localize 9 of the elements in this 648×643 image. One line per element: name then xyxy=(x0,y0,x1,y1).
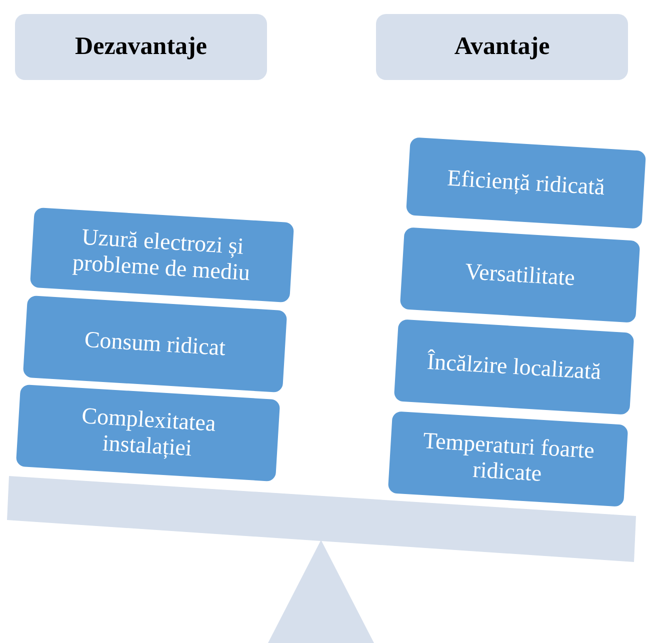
disadvantage-box: Complexitatea instalației xyxy=(14,383,282,483)
advantage-box: Eficiență ridicată xyxy=(404,136,648,230)
disadvantage-box: Uzură electrozi și probleme de mediu xyxy=(28,206,296,304)
column-heading: Dezavantaje xyxy=(15,14,267,80)
advantage-box: Încălzire localizată xyxy=(392,318,636,416)
advantage-box: Temperaturi foarte ridicate xyxy=(386,410,630,508)
column-heading: Avantaje xyxy=(376,14,628,80)
disadvantage-box: Consum ridicat xyxy=(22,294,288,394)
advantage-box: Versatilitate xyxy=(398,226,642,324)
